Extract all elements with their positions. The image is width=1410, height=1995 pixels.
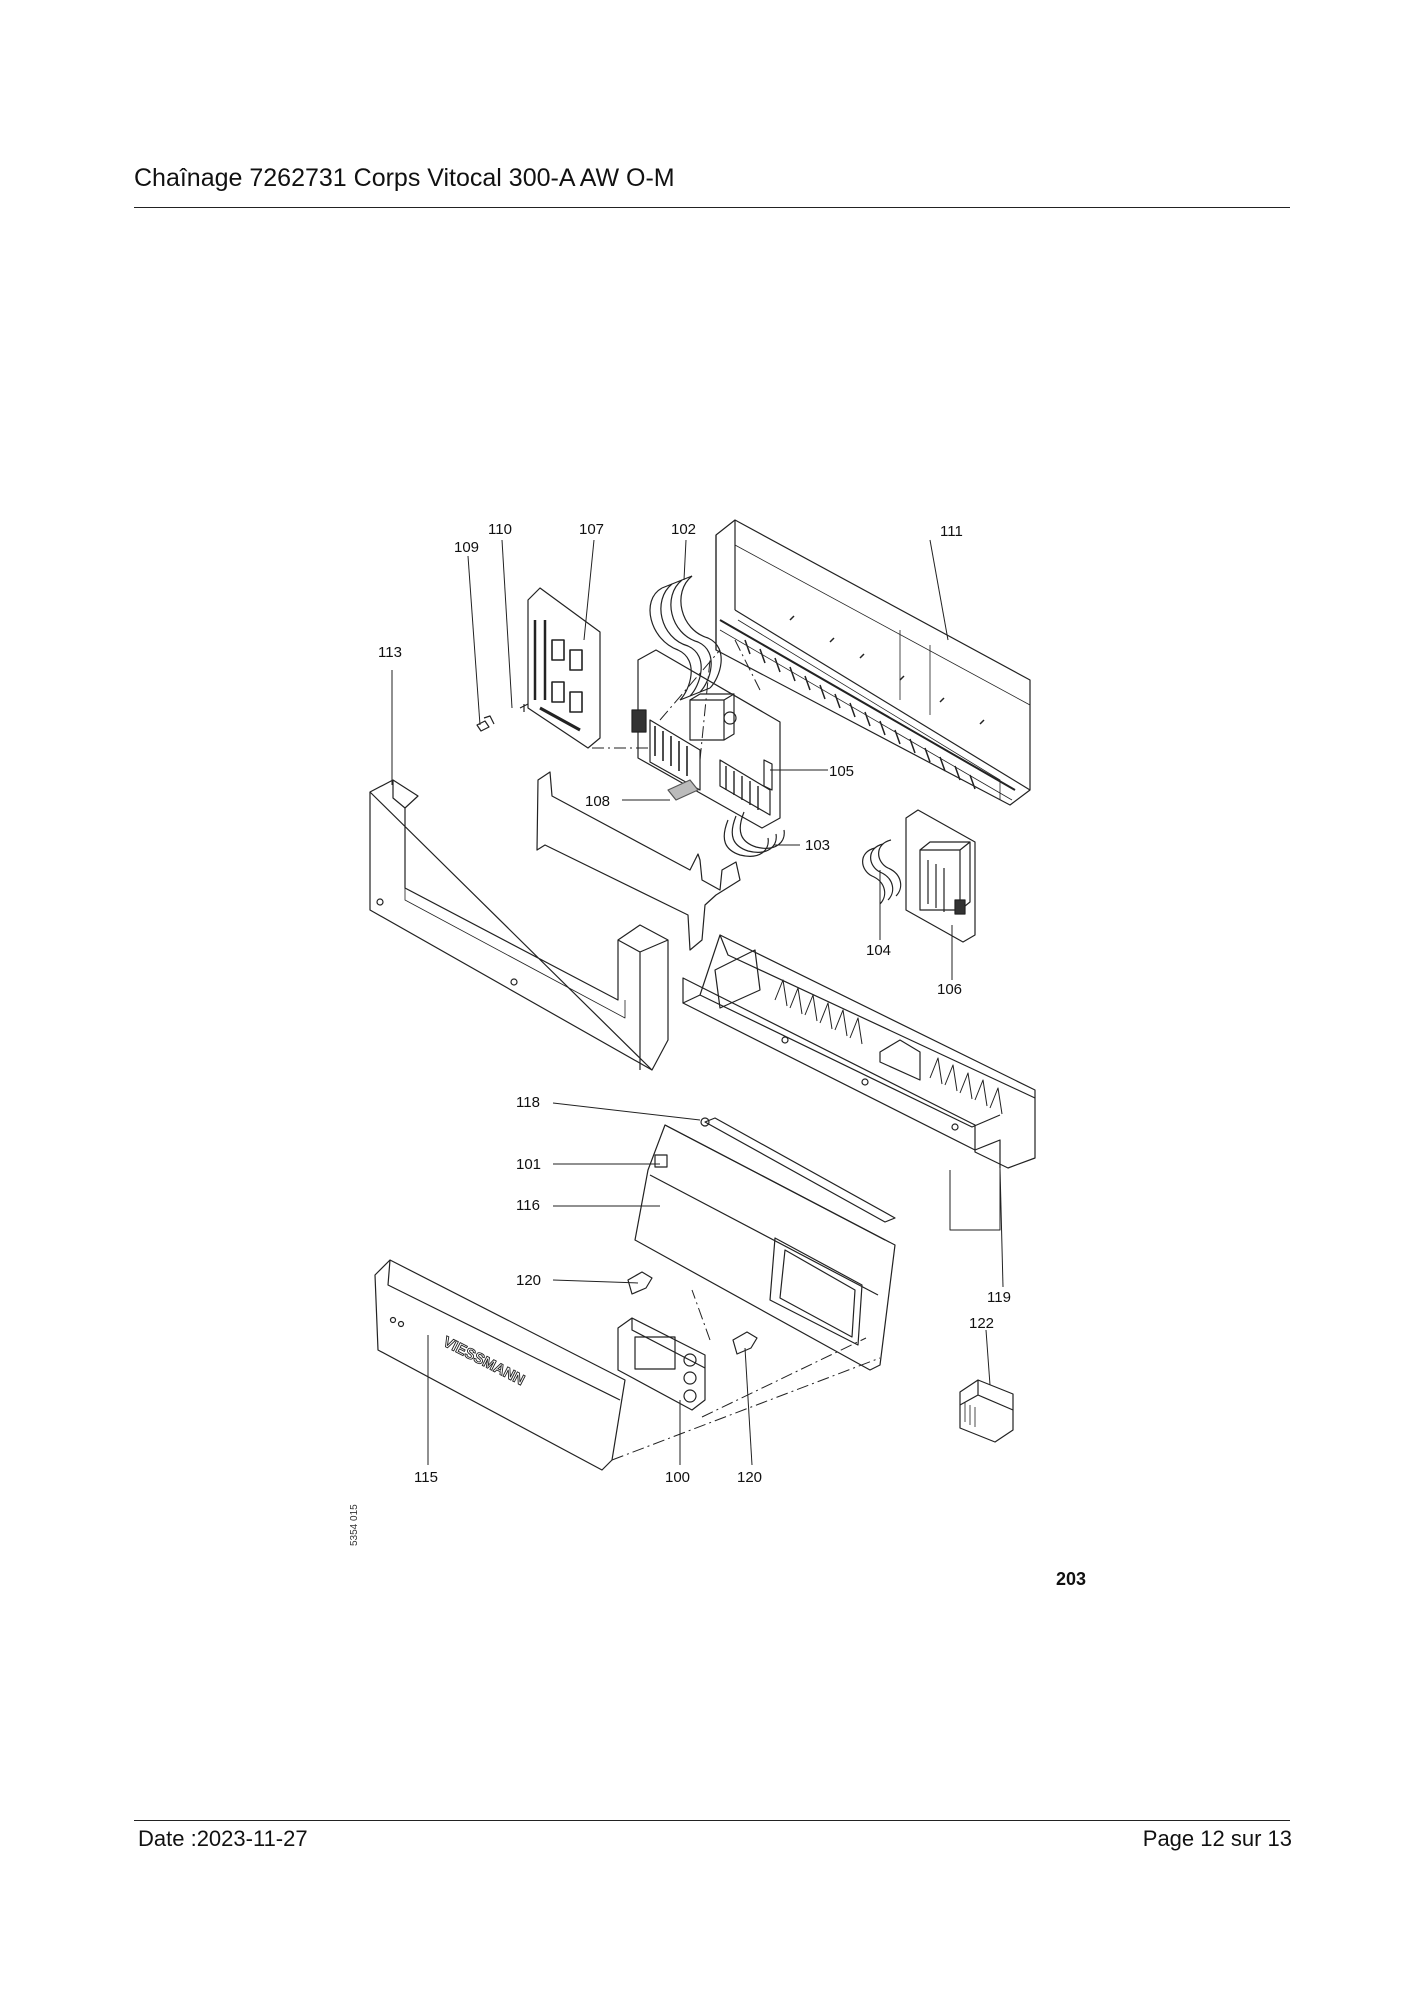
- part-108-insert: [667, 779, 699, 801]
- part-105-main-board: [631, 649, 781, 829]
- footer-rule: [134, 1820, 1290, 1821]
- label-120-b: 120: [737, 1469, 762, 1486]
- header-rule: [134, 207, 1290, 208]
- part-113-front-frame: [369, 779, 669, 1071]
- label-119: 119: [987, 1289, 1011, 1306]
- label-106: 106: [937, 981, 962, 998]
- label-107: 107: [579, 521, 604, 538]
- part-120-latch-b: [732, 1331, 758, 1355]
- part-103-loop-cable: [723, 811, 785, 857]
- label-108: 108: [585, 793, 610, 810]
- label-118: 118: [516, 1094, 540, 1111]
- footer-page-number: Page 12 sur 13: [1142, 1826, 1292, 1851]
- label-120-a: 120: [516, 1272, 541, 1289]
- part-116-control-frame: [634, 1124, 896, 1371]
- svg-text:VIESSMANN: VIESSMANN: [440, 1333, 527, 1389]
- label-103: 103: [805, 837, 830, 854]
- label-110: 110: [488, 521, 512, 538]
- label-105: 105: [829, 763, 854, 780]
- bracket-119: [949, 1168, 1001, 1231]
- part-107-pcb: [527, 587, 601, 749]
- figure-number: 203: [1056, 1569, 1086, 1589]
- footer-date: Date :2023-11-27: [138, 1826, 308, 1851]
- label-116: 116: [516, 1197, 540, 1214]
- part-119-lower-housing: [682, 934, 1036, 1169]
- label-109: 109: [454, 539, 479, 556]
- part-120-latch-a: [627, 1271, 653, 1295]
- label-104: 104: [866, 942, 891, 959]
- label-102: 102: [671, 521, 696, 538]
- part-122-box: [959, 1379, 1014, 1443]
- part-104-cable: [862, 839, 902, 905]
- part-111-upper-housing: [715, 519, 1031, 806]
- label-111: 111: [940, 523, 963, 540]
- part-100-display-unit: [617, 1317, 706, 1411]
- label-100: 100: [665, 1469, 690, 1486]
- label-115: 115: [414, 1469, 438, 1486]
- part-110-screw: [519, 703, 529, 712]
- label-101: 101: [516, 1156, 541, 1173]
- part-inner-panel: [536, 771, 741, 951]
- part-106-module-board: [905, 809, 976, 943]
- drawing-code: 5354 015: [349, 1504, 360, 1546]
- label-113: 113: [378, 644, 402, 661]
- label-122: 122: [969, 1315, 994, 1332]
- viessmann-logo: VIESSMANN: [440, 1333, 528, 1390]
- part-109-clip: [476, 715, 495, 732]
- part-118-strip: [700, 1117, 896, 1223]
- page-title: Chaînage 7262731 Corps Vitocal 300-A AW …: [134, 164, 675, 192]
